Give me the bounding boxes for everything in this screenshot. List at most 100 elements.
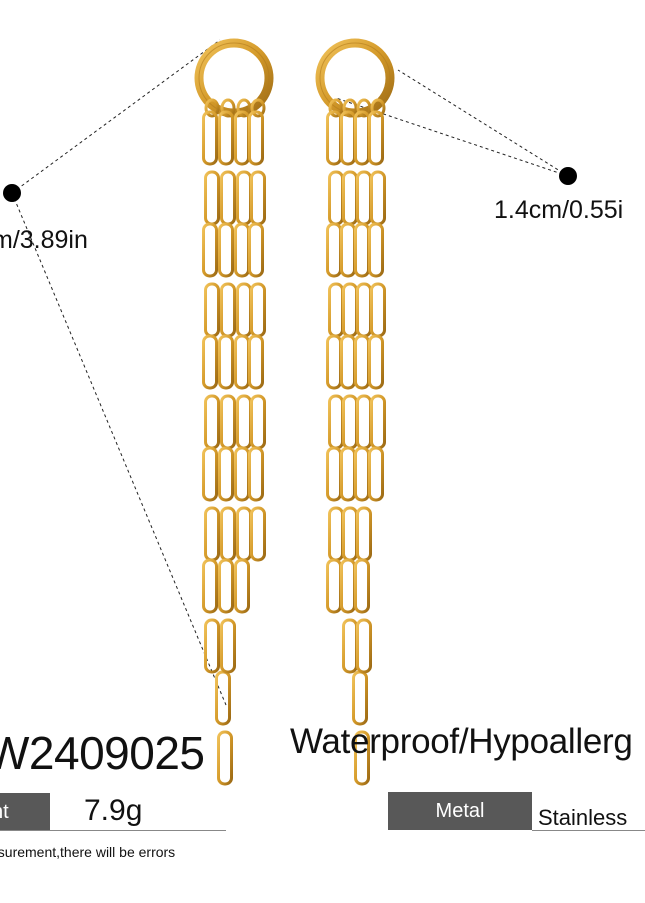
chain-link	[342, 282, 358, 338]
chain-link	[354, 730, 370, 786]
chain-link	[204, 618, 220, 674]
diameter-measurement-label: 1.4cm/0.55i	[494, 196, 624, 224]
chain-link	[354, 558, 370, 614]
chain-link	[370, 394, 386, 450]
chain-link	[248, 110, 264, 166]
chain-link	[234, 446, 250, 502]
chain-link	[370, 170, 386, 226]
chain-link	[218, 558, 234, 614]
jump-ring	[204, 98, 220, 118]
product-sku: W2409025	[0, 727, 205, 779]
chain-link	[328, 506, 344, 562]
chain-link	[204, 170, 220, 226]
chain-link	[370, 282, 386, 338]
chain-link	[202, 110, 218, 166]
diameter-marker-dot	[559, 167, 577, 185]
chain-link	[354, 222, 370, 278]
chain-link	[220, 170, 236, 226]
chain-link	[202, 558, 218, 614]
chain-link	[342, 170, 358, 226]
chain-link	[342, 618, 358, 674]
chain-link	[368, 446, 384, 502]
chain-link	[234, 110, 250, 166]
chain-link	[326, 446, 342, 502]
chain-link	[220, 506, 236, 562]
metal-key-tag: Metal	[388, 792, 532, 830]
metal-underline	[532, 830, 645, 831]
chain-link	[220, 618, 236, 674]
jump-ring	[220, 98, 236, 118]
chain-link	[356, 394, 372, 450]
chain-link	[248, 446, 264, 502]
dimension-lines	[11, 39, 569, 706]
right-earring	[315, 38, 395, 786]
chain-link	[234, 222, 250, 278]
chain-link	[340, 222, 356, 278]
jump-ring	[356, 98, 372, 118]
jump-ring	[370, 98, 386, 118]
chain-link	[342, 506, 358, 562]
chain-link	[340, 110, 356, 166]
chain-link	[204, 282, 220, 338]
chain-link	[218, 110, 234, 166]
chain-link	[202, 222, 218, 278]
chain-link	[356, 618, 372, 674]
chain-link	[352, 670, 368, 726]
jump-ring	[342, 98, 358, 118]
chain-link	[248, 222, 264, 278]
weight-underline	[0, 830, 226, 831]
chain-link	[202, 446, 218, 502]
product-feature: Waterproof/Hypoallerg	[290, 722, 633, 761]
chain-link	[368, 222, 384, 278]
chain-link	[340, 446, 356, 502]
chain-link	[328, 282, 344, 338]
chain-link	[218, 446, 234, 502]
chain-link	[340, 334, 356, 390]
jump-ring	[236, 98, 252, 118]
weight-key-tag: nt	[0, 793, 50, 831]
chain-link	[368, 110, 384, 166]
chain-link	[218, 222, 234, 278]
chain-link	[250, 282, 266, 338]
chain-link	[236, 170, 252, 226]
chain-link	[248, 334, 264, 390]
chain-link	[250, 394, 266, 450]
jump-ring	[250, 98, 266, 118]
chain-link	[236, 506, 252, 562]
chain-link	[236, 394, 252, 450]
chain-link	[326, 110, 342, 166]
chain-link	[356, 506, 372, 562]
jump-ring	[328, 98, 344, 118]
chain-link	[368, 334, 384, 390]
chain-link	[220, 394, 236, 450]
chain-link	[220, 282, 236, 338]
chain-link	[342, 394, 358, 450]
weight-value: 7.9g	[84, 794, 143, 827]
chain-link	[234, 558, 250, 614]
chain-link	[236, 282, 252, 338]
left-chain-tassel	[202, 98, 266, 786]
chain-link	[326, 558, 342, 614]
chain-link	[354, 334, 370, 390]
chain-link	[250, 170, 266, 226]
chain-link	[328, 394, 344, 450]
right-chain-tassel	[326, 98, 386, 786]
length-marker-dot	[3, 184, 21, 202]
chain-link	[217, 730, 233, 786]
chain-link	[356, 170, 372, 226]
chain-link	[354, 110, 370, 166]
chain-link	[326, 334, 342, 390]
chain-link	[354, 446, 370, 502]
left-earring	[194, 38, 274, 786]
chain-link	[204, 394, 220, 450]
chain-link	[204, 506, 220, 562]
chain-link	[234, 334, 250, 390]
chain-link	[356, 282, 372, 338]
chain-link	[340, 558, 356, 614]
metal-value: Stainless	[538, 805, 628, 830]
measurement-note: asurement,there will be errors	[0, 844, 176, 860]
length-measurement-label: m/3.89in	[0, 226, 88, 254]
chain-link	[328, 170, 344, 226]
chain-link	[326, 222, 342, 278]
chain-link	[202, 334, 218, 390]
